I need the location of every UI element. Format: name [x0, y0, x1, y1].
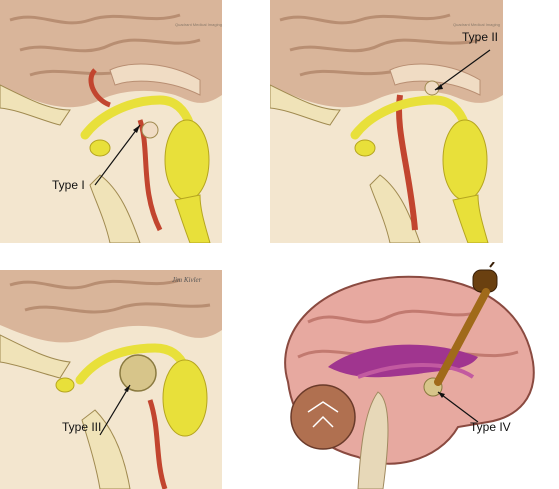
brainstem: [357, 391, 389, 489]
type-4-arrow: [437, 391, 479, 423]
optic-nerve: [75, 343, 190, 385]
type-1-arrow: [94, 124, 141, 186]
eye-nerve-head: [354, 139, 376, 157]
type-2-arrow: [434, 49, 491, 91]
arbor-vitae: [307, 401, 339, 428]
type-4-illustration: [268, 262, 559, 489]
corpus-callosum: [357, 363, 475, 379]
panel-type-2: Type II Quadrant Medical Imaging: [270, 0, 503, 243]
gyri: [9, 278, 211, 314]
type-2-illustration: [270, 0, 503, 243]
panel-type-3: Type III Jim Kivler: [0, 270, 222, 489]
clivus: [369, 174, 421, 243]
tumor-mass: [119, 354, 157, 392]
spinal-cord: [174, 194, 211, 243]
panel-type-1: Type I Quadrant Medical Imaging: [0, 0, 222, 243]
type-2-label: Type II: [462, 30, 499, 44]
eye-nerve-head: [55, 377, 75, 393]
clivus: [81, 409, 131, 489]
cerebrum: [0, 270, 222, 343]
eye-nerve-head: [89, 139, 111, 157]
type-3-label: Type III: [62, 420, 102, 434]
optic-nerve: [350, 95, 470, 140]
clivus: [89, 174, 141, 243]
panel-type-4: Type IV: [268, 262, 559, 489]
optic-nerve: [80, 95, 195, 140]
type-3-arrow: [99, 384, 131, 436]
skull-base: [0, 334, 71, 379]
spinal-cord: [452, 194, 489, 243]
endoscope-shaft: [434, 288, 490, 386]
type-3-illustration: [0, 270, 222, 489]
arrow-head: [133, 125, 140, 133]
gyri: [279, 13, 481, 77]
corpus-callosum: [389, 63, 481, 96]
arrow-head: [435, 84, 443, 90]
brainstem: [164, 119, 210, 201]
type-4-label: Type IV: [470, 420, 511, 434]
brainstem: [162, 359, 208, 437]
artist-signature: Jim Kivler: [172, 276, 202, 284]
skull-base: [270, 84, 341, 126]
watermark: Quadrant Medical Imaging: [175, 22, 222, 27]
endoscope-tip: [489, 262, 495, 268]
pituitary: [141, 121, 159, 139]
type-1-illustration: [0, 0, 222, 243]
type-1-label: Type I: [52, 178, 85, 192]
artery: [147, 399, 168, 489]
watermark: Quadrant Medical Imaging: [453, 22, 500, 27]
skull-base: [0, 84, 71, 126]
arrow-head: [438, 392, 445, 398]
arrow-head: [124, 385, 130, 392]
corpus-callosum: [109, 63, 201, 96]
brainstem: [442, 119, 488, 201]
